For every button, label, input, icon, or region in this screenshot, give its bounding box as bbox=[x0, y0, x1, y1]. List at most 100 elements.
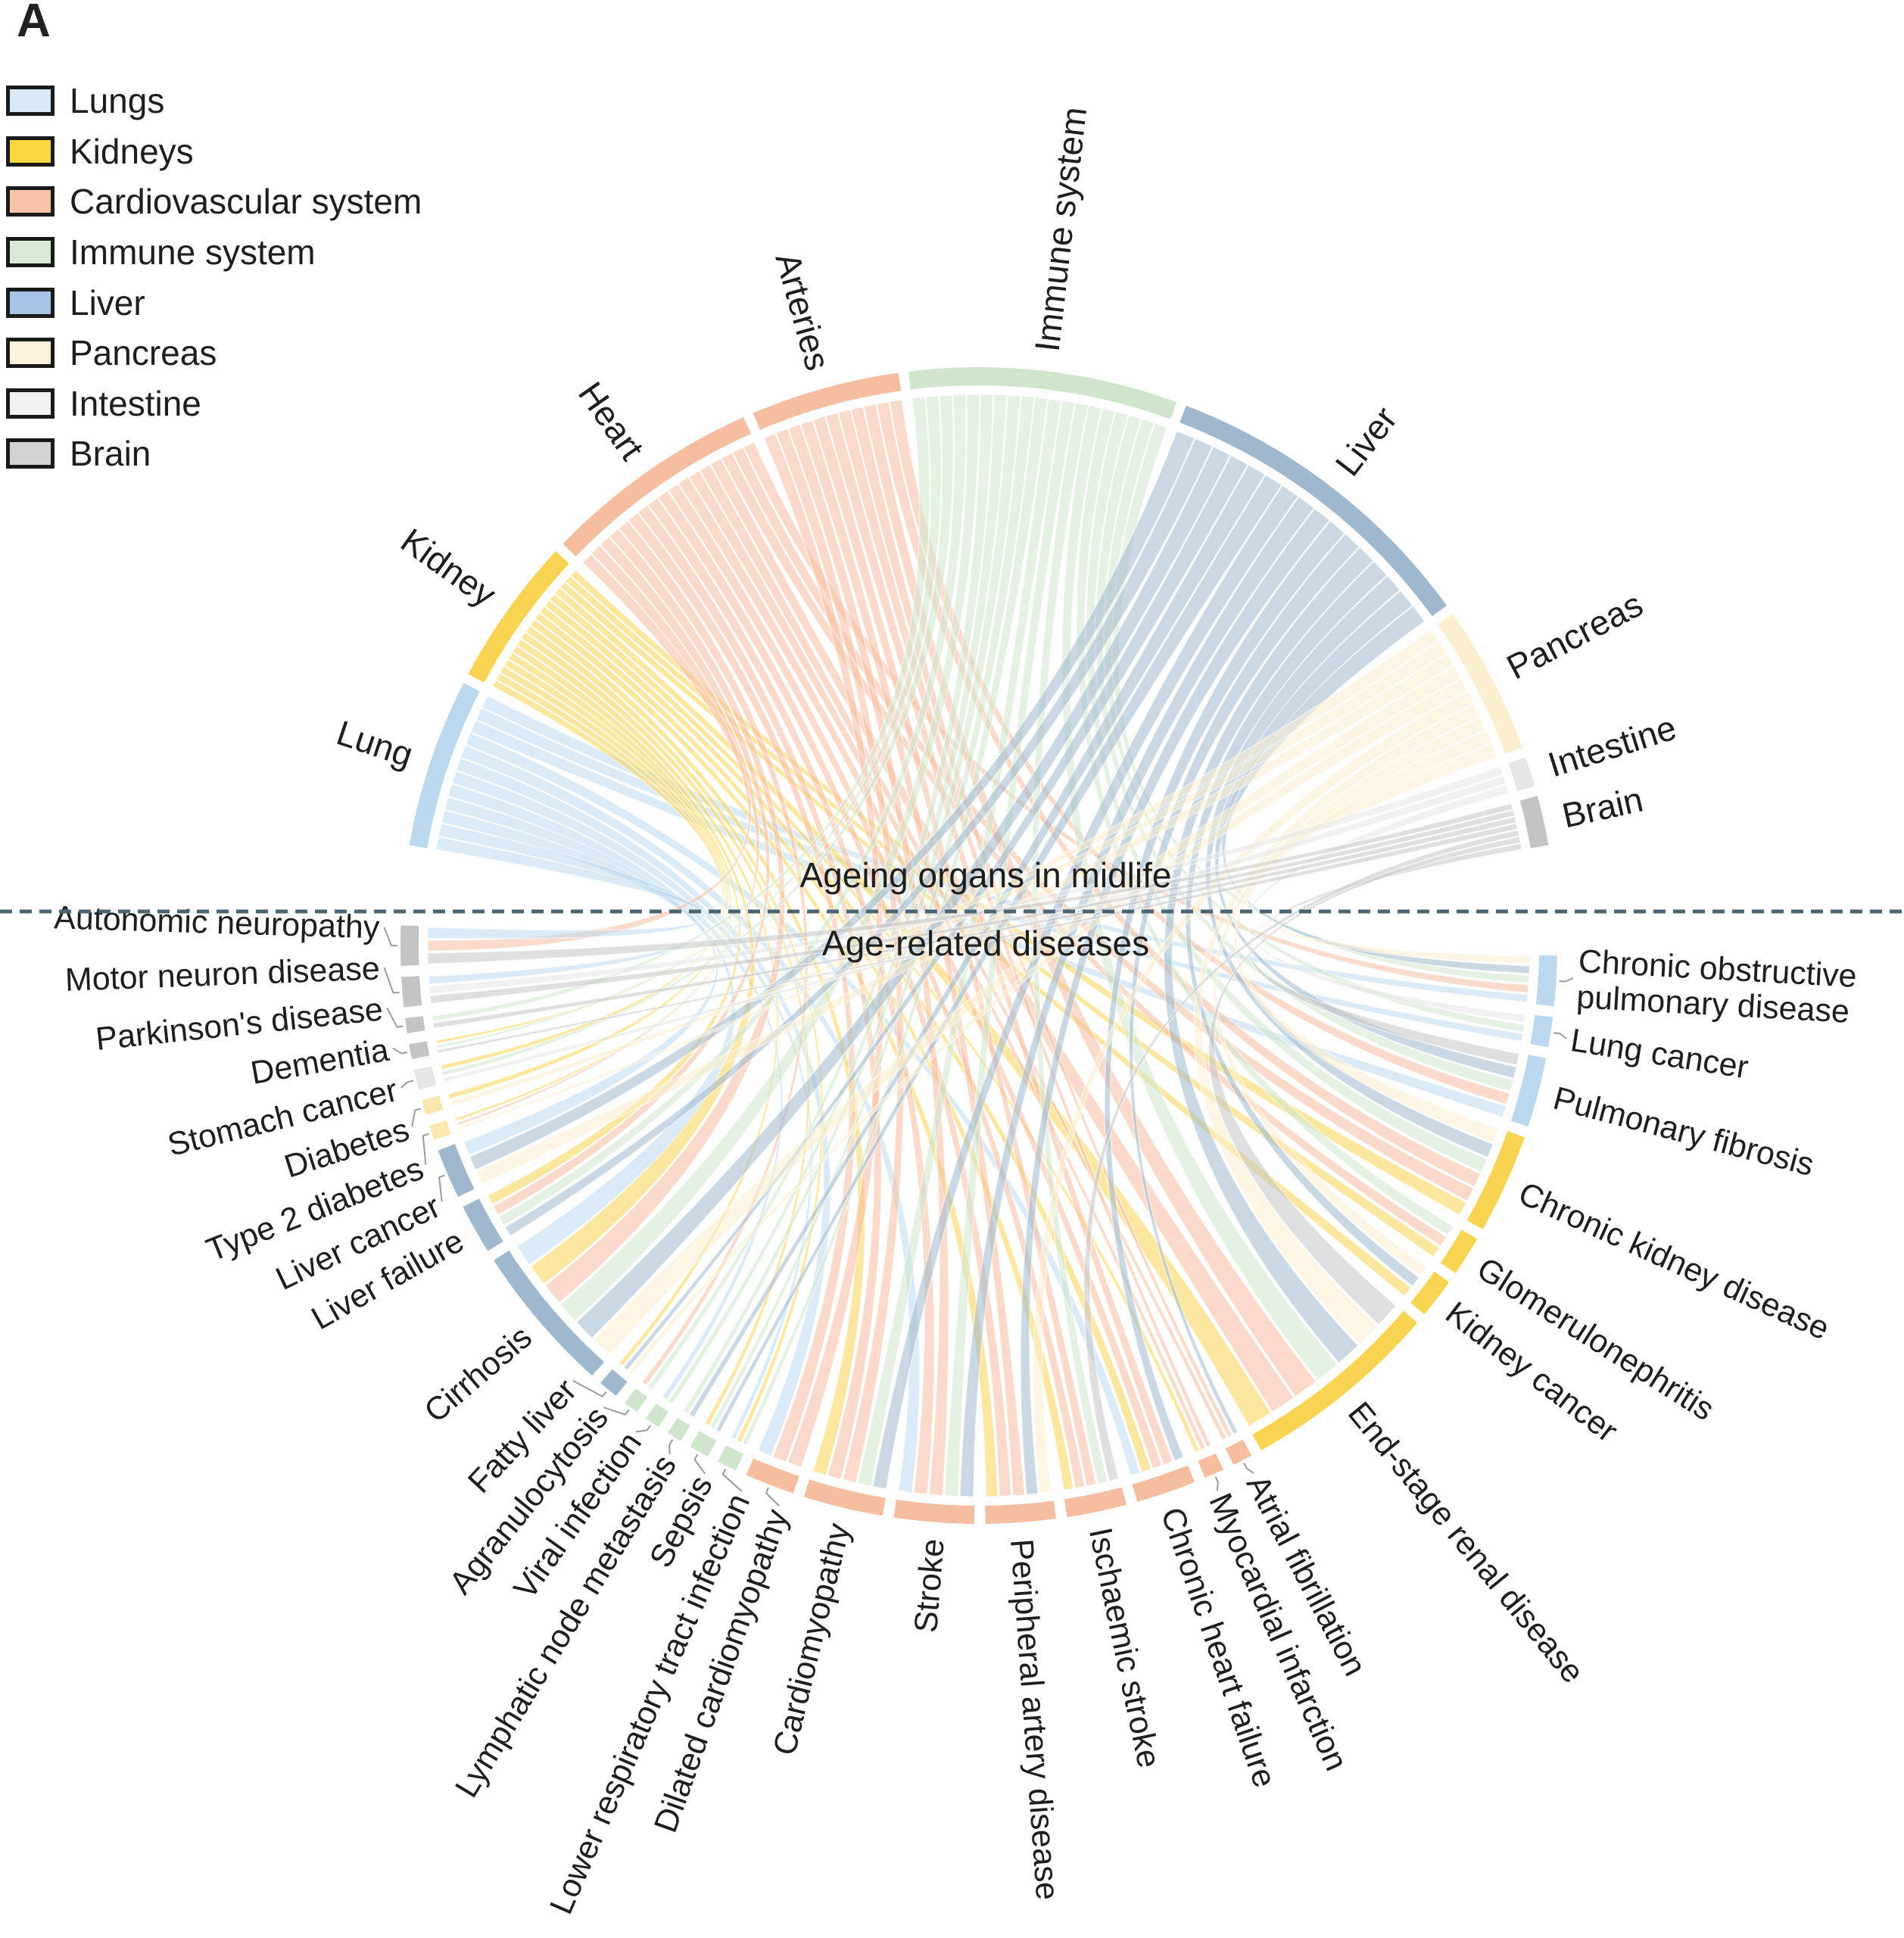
organ-label-arteries: Arteries bbox=[768, 248, 837, 375]
label-leader-dilated-cardiomyopathy bbox=[765, 1487, 781, 1507]
ribbon-arteries-to-peripheral-artery-disease bbox=[799, 419, 1026, 1497]
organ-arc-kidney bbox=[468, 550, 569, 683]
ribbon-immune-system-to-lymphatic-node-metastasis bbox=[682, 394, 1021, 1415]
ribbon-arteries-to-stroke bbox=[787, 423, 949, 1497]
disease-label-peripheral-artery-disease: Peripheral artery disease bbox=[1003, 1538, 1066, 1901]
ribbon-liver-to-sepsis bbox=[715, 474, 1282, 1433]
legend-item-immune: Immune system bbox=[6, 227, 422, 278]
ribbon-immune-system-to-chronic-obstructive-pulmonary-disease bbox=[1111, 422, 1530, 984]
label-leader-lower-respiratory-tract-infection bbox=[721, 1468, 743, 1492]
ribbon-immune-system-to-liver-failure bbox=[498, 394, 967, 1226]
ribbon-pancreas-to-peripheral-artery-disease bbox=[1032, 690, 1476, 1494]
legend: Lungs Kidneys Cardiovascular system Immu… bbox=[6, 76, 422, 479]
ribbon-lung-to-autonomic-neuropathy bbox=[427, 836, 707, 939]
disease-arc-kidney-cancer bbox=[1410, 1271, 1450, 1315]
organ-label-kidney: Kidney bbox=[394, 520, 503, 614]
ribbon-heart-to-stroke bbox=[647, 497, 935, 1495]
organ-label-brain: Brain bbox=[1559, 779, 1647, 835]
ribbon-liver-to-atrial-fibrillation bbox=[1128, 533, 1360, 1435]
ribbon-kidney-to-dementia bbox=[435, 679, 725, 1045]
disease-label-pulmonary-fibrosis: Pulmonary fibrosis bbox=[1550, 1080, 1818, 1183]
legend-swatch bbox=[6, 438, 55, 469]
legend-label: Cardiovascular system bbox=[70, 182, 422, 222]
disease-arc-dementia bbox=[409, 1041, 430, 1060]
ribbon-arteries-to-dilated-cardiomyopathy bbox=[763, 432, 885, 1469]
disease-arc-end-stage-renal-disease bbox=[1252, 1310, 1418, 1450]
label-leader-viral-infection bbox=[635, 1425, 651, 1433]
bottom-caption: Age-related diseases bbox=[822, 924, 1149, 963]
label-leader-sepsis bbox=[693, 1454, 706, 1475]
organ-label-lung: Lung bbox=[332, 712, 418, 774]
label-leader-fatty-liver bbox=[572, 1380, 607, 1397]
legend-swatch bbox=[6, 338, 55, 369]
arcs-layer bbox=[400, 367, 1557, 1524]
ribbons-layer bbox=[427, 394, 1531, 1497]
organ-label-liver: Liver bbox=[1327, 399, 1404, 483]
organ-arc-heart bbox=[562, 417, 752, 556]
ribbon-heart-to-type-2-diabetes bbox=[456, 544, 760, 1126]
disease-arc-fatty-liver bbox=[600, 1369, 628, 1396]
disease-arc-myocardial-infarction bbox=[1198, 1453, 1224, 1478]
legend-swatch bbox=[6, 237, 55, 268]
disease-arc-autonomic-neuropathy bbox=[400, 925, 419, 966]
ribbon-kidney-to-cirrhosis bbox=[512, 644, 756, 1285]
legend-swatch bbox=[6, 136, 55, 167]
label-leader-diabetes bbox=[411, 1108, 422, 1127]
ribbon-kidney-to-sepsis bbox=[520, 631, 810, 1427]
ribbon-intestine-to-stomach-cancer bbox=[443, 774, 1507, 1083]
ribbon-brain-to-parkinson-s-disease bbox=[432, 815, 1517, 1030]
ribbon-lung-to-liver-cancer bbox=[441, 809, 718, 1156]
organ-arc-intestine bbox=[1508, 757, 1535, 792]
organ-label-pancreas: Pancreas bbox=[1500, 584, 1649, 687]
label-leaders-layer bbox=[383, 927, 1574, 1507]
ribbon-brain-to-autonomic-neuropathy bbox=[427, 802, 1514, 965]
legend-item-cardiovascular: Cardiovascular system bbox=[6, 176, 422, 227]
legend-swatch bbox=[6, 186, 55, 217]
ribbon-kidney-to-fatty-liver bbox=[516, 638, 779, 1367]
ribbon-brain-to-ischaemic-stroke bbox=[1083, 829, 1520, 1482]
ribbon-liver-to-liver-cancer bbox=[469, 430, 1195, 1171]
label-leader-dementia bbox=[392, 1047, 408, 1055]
disease-arc-stroke bbox=[893, 1499, 975, 1524]
disease-label-end-stage-renal-disease: End-stage renal disease bbox=[1341, 1395, 1591, 1690]
disease-arc-chronic-heart-failure bbox=[1132, 1465, 1195, 1502]
ribbon-immune-system-to-stomach-cancer bbox=[441, 394, 955, 1076]
disease-arc-glomerulonephritis bbox=[1440, 1229, 1478, 1273]
label-leader-atrial-fibrillation bbox=[1243, 1463, 1254, 1474]
disease-arc-diabetes bbox=[421, 1095, 444, 1115]
legend-item-intestine: Intestine bbox=[6, 379, 422, 429]
ribbon-liver-to-liver-failure bbox=[504, 438, 1214, 1237]
ribbon-heart-to-autonomic-neuropathy bbox=[427, 553, 752, 952]
ribbon-intestine-to-motor-neuron-disease bbox=[428, 765, 1504, 995]
label-leader-chronic-obstructive-pulmonary-disease bbox=[1559, 977, 1574, 983]
organ-arc-liver bbox=[1179, 405, 1447, 617]
disease-arc-lung-cancer bbox=[1530, 1014, 1553, 1048]
ribbon-kidney-to-chronic-heart-failure bbox=[544, 599, 1152, 1473]
disease-label-motor-neuron-disease: Motor neuron disease bbox=[64, 950, 380, 998]
organ-arc-pancreas bbox=[1438, 613, 1522, 754]
ribbon-liver-to-fatty-liver bbox=[623, 454, 1249, 1371]
ribbon-brain-to-end-stage-renal-disease bbox=[1208, 836, 1522, 1326]
ribbon-immune-system-to-end-stage-renal-disease bbox=[1061, 404, 1338, 1382]
disease-arc-pulmonary-fibrosis bbox=[1510, 1055, 1547, 1127]
disease-arc-chronic-obstructive-pulmonary-disease bbox=[1535, 955, 1557, 1007]
label-leader-myocardial-infarction bbox=[1214, 1476, 1219, 1491]
label-leader-lymphatic-node-metastasis bbox=[668, 1439, 674, 1454]
legend-label: Immune system bbox=[70, 232, 316, 273]
disease-arc-viral-infection bbox=[646, 1404, 668, 1428]
legend-swatch bbox=[6, 388, 55, 419]
disease-arc-liver-failure bbox=[463, 1198, 503, 1251]
disease-label-chronic-heart-failure: Chronic heart failure bbox=[1154, 1503, 1283, 1792]
ribbon-liver-to-chronic-heart-failure bbox=[1104, 520, 1346, 1462]
ribbon-pancreas-to-diabetes bbox=[449, 628, 1439, 1108]
disease-arc-ischaemic-stroke bbox=[1064, 1487, 1127, 1518]
ribbon-immune-system-to-sepsis bbox=[709, 395, 1035, 1430]
disease-label-stroke: Stroke bbox=[908, 1538, 952, 1634]
label-leader-motor-neuron-disease bbox=[383, 967, 400, 994]
ribbon-immune-system-to-agranulocytosis bbox=[647, 394, 994, 1391]
ribbon-heart-to-cirrhosis bbox=[544, 528, 786, 1304]
disease-arc-dilated-cardiomyopathy bbox=[746, 1458, 799, 1494]
legend-label: Pancreas bbox=[70, 333, 217, 373]
legend-label: Intestine bbox=[70, 383, 201, 423]
